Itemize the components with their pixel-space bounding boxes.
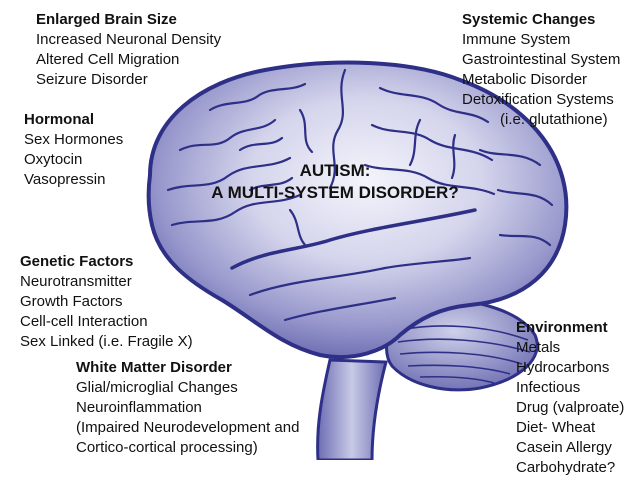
systemic-changes-block: Systemic Changes Immune System Gastroint… [462, 10, 620, 130]
environment-block: Environment Metals Hydrocarbons Infectio… [516, 318, 624, 478]
hormonal-title: Hormonal [24, 110, 123, 130]
environment-item: Drug (valproate) [516, 398, 624, 418]
diagram-title: AUTISM: A MULTI-SYSTEM DISORDER? [190, 160, 480, 204]
diagram-title-line2: A MULTI-SYSTEM DISORDER? [190, 182, 480, 204]
systemic-changes-item: Detoxification Systems [462, 90, 620, 110]
white-matter-disorder-item: Cortico-cortical processing) [76, 438, 299, 458]
genetic-factors-item: Growth Factors [20, 292, 193, 312]
brain-stem [318, 360, 386, 460]
enlarged-brain-size-item: Increased Neuronal Density [36, 30, 221, 50]
enlarged-brain-size-title: Enlarged Brain Size [36, 10, 221, 30]
enlarged-brain-size-block: Enlarged Brain Size Increased Neuronal D… [36, 10, 221, 90]
enlarged-brain-size-item: Altered Cell Migration [36, 50, 221, 70]
diagram-title-line1: AUTISM: [190, 160, 480, 182]
environment-item: Carbohydrate? [516, 458, 624, 478]
environment-item: Casein Allergy [516, 438, 624, 458]
white-matter-disorder-title: White Matter Disorder [76, 358, 299, 378]
diagram-canvas: AUTISM: A MULTI-SYSTEM DISORDER? Enlarge… [0, 0, 630, 460]
systemic-changes-item: Gastrointestinal System [462, 50, 620, 70]
hormonal-item: Oxytocin [24, 150, 123, 170]
systemic-changes-title: Systemic Changes [462, 10, 620, 30]
environment-item: Metals [516, 338, 624, 358]
genetic-factors-item: Sex Linked (i.e. Fragile X) [20, 332, 193, 352]
environment-title: Environment [516, 318, 624, 338]
hormonal-block: Hormonal Sex Hormones Oxytocin Vasopress… [24, 110, 123, 190]
systemic-changes-item: Metabolic Disorder [462, 70, 620, 90]
enlarged-brain-size-item: Seizure Disorder [36, 70, 221, 90]
environment-item: Diet- Wheat [516, 418, 624, 438]
white-matter-disorder-item: Glial/microglial Changes [76, 378, 299, 398]
white-matter-disorder-block: White Matter Disorder Glial/microglial C… [76, 358, 299, 458]
hormonal-item: Sex Hormones [24, 130, 123, 150]
environment-item: Infectious [516, 378, 624, 398]
systemic-changes-item: Immune System [462, 30, 620, 50]
white-matter-disorder-item: (Impaired Neurodevelopment and [76, 418, 299, 438]
systemic-changes-item: (i.e. glutathione) [462, 110, 620, 130]
genetic-factors-title: Genetic Factors [20, 252, 193, 272]
white-matter-disorder-item: Neuroinflammation [76, 398, 299, 418]
hormonal-item: Vasopressin [24, 170, 123, 190]
environment-item: Hydrocarbons [516, 358, 624, 378]
genetic-factors-item: Neurotransmitter [20, 272, 193, 292]
genetic-factors-item: Cell-cell Interaction [20, 312, 193, 332]
genetic-factors-block: Genetic Factors Neurotransmitter Growth … [20, 252, 193, 352]
